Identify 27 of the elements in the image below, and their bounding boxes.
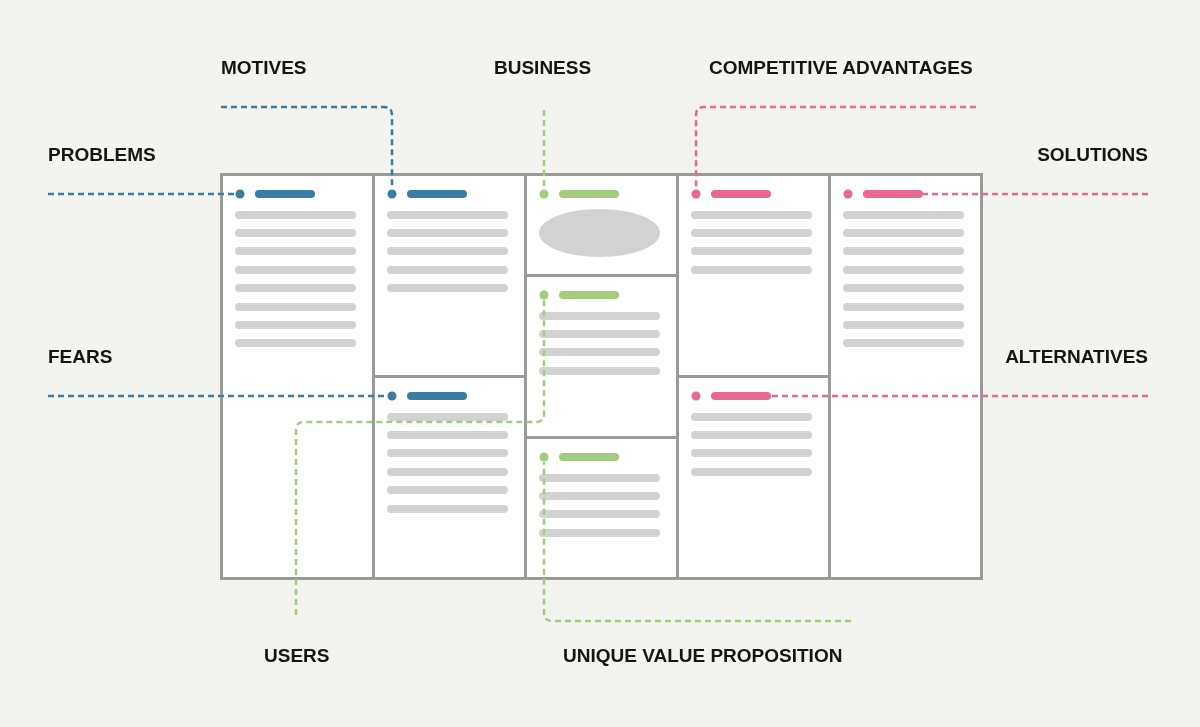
- leader-line: [923, 192, 1148, 196]
- heading-bar: [843, 189, 923, 199]
- leader-line: [771, 394, 1148, 398]
- heading-bar: [691, 391, 771, 401]
- callout-label: SOLUTIONS: [988, 143, 1148, 167]
- leader-line: [542, 462, 851, 623]
- heading-bar: [539, 452, 619, 462]
- heading-bar: [539, 189, 619, 199]
- callout-label: ALTERNATIVES: [988, 345, 1148, 369]
- heading-bar: [235, 189, 315, 199]
- callout-label: USERS: [264, 644, 328, 668]
- heading-bar: [539, 290, 619, 300]
- callout-label: BUSINESS: [494, 56, 604, 80]
- heading-bar: [387, 391, 467, 401]
- callout-label: COMPETITIVE ADVANTAGES: [709, 56, 981, 80]
- callout-label: FEARS: [48, 345, 128, 369]
- callout-label: MOTIVES: [221, 56, 331, 80]
- leader-line: [542, 110, 546, 189]
- heading-bar: [691, 189, 771, 199]
- leader-line: [294, 300, 546, 615]
- leader-line: [48, 192, 235, 196]
- callout-label: PROBLEMS: [48, 143, 168, 167]
- leader-line: [48, 394, 387, 398]
- heading-bar: [387, 189, 467, 199]
- callout-label: UNIQUE VALUE PROPOSITION: [563, 644, 863, 668]
- leader-line: [694, 105, 976, 189]
- canvas-cell: [219, 172, 375, 580]
